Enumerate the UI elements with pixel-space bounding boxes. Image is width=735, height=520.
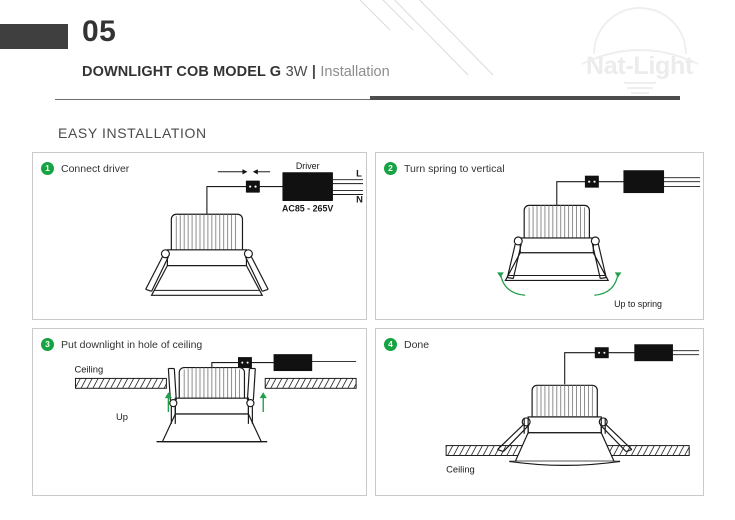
installation-steps-grid: 1 Connect driver [32,152,704,496]
step-panel-2: 2 Turn spring to vertical [375,152,704,320]
step-2-header: 2 Turn spring to vertical [384,162,505,175]
step-3-badge: 3 [41,338,54,351]
step-1-header: 1 Connect driver [41,162,129,175]
page-title-model: DOWNLIGHT COB MODEL G [82,64,282,80]
header-rule-thin [55,99,680,100]
rotation-arrows [497,272,622,296]
ceiling-slabs [75,377,357,389]
step-2-illustration: Up to spring [497,170,701,309]
step-4-ceiling-caption: Ceiling [446,464,475,474]
step-1-voltage-caption: AC85 - 265V [282,203,333,213]
downlight-fixture [145,213,269,296]
brand-logo: Nat-Light [552,6,727,98]
downlight-fixture [156,366,268,443]
step-panel-3: 3 Put downlight in hole of ceiling [32,328,367,496]
section-heading: EASY INSTALLATION [58,125,207,141]
downlight-fixture [504,204,610,282]
page-title-separator: | [311,64,316,80]
step-panel-4: 4 Done [375,328,704,496]
logo-sun-icon [581,7,699,94]
step-3-header: 3 Put downlight in hole of ceiling [41,338,202,351]
step-3-ceiling-caption: Ceiling [75,364,104,374]
step-2-badge: 2 [384,162,397,175]
downlight-fixture [497,384,633,466]
up-arrows [164,392,267,412]
step-1-line-l-caption: L [356,169,362,179]
step-2-label: Turn spring to vertical [404,162,505,175]
step-3-up-caption: Up [116,412,128,422]
page-title-section: Installation [320,64,390,80]
step-1-label: Connect driver [61,162,130,175]
step-1-badge: 1 [41,162,54,175]
decorative-diagonal-lines [350,0,600,100]
step-4-header: 4 Done [384,338,429,351]
step-3-illustration: Ceiling Up [75,354,357,443]
step-1-driver-caption: Driver [296,161,320,171]
step-3-label: Put downlight in hole of ceiling [61,338,203,351]
logo-wordmark: Nat-Light [586,52,693,80]
page-header: 05 DOWNLIGHT COB MODEL G 3W | Installati… [0,0,735,118]
step-1-illustration: Driver AC85 - 265V L N [145,161,363,296]
page-title: DOWNLIGHT COB MODEL G 3W | Installation [82,64,390,80]
page-title-wattage: 3W [285,64,308,80]
step-2-hint-caption: Up to spring [614,299,662,309]
step-4-illustration: Ceiling [445,344,700,474]
step-4-label: Done [404,338,430,351]
header-rule-thick [370,96,680,100]
step-1-line-n-caption: N [356,194,363,204]
step-4-badge: 4 [384,338,397,351]
header-accent-block [0,24,68,49]
step-panel-1: 1 Connect driver [32,152,367,320]
page-number: 05 [82,15,117,48]
